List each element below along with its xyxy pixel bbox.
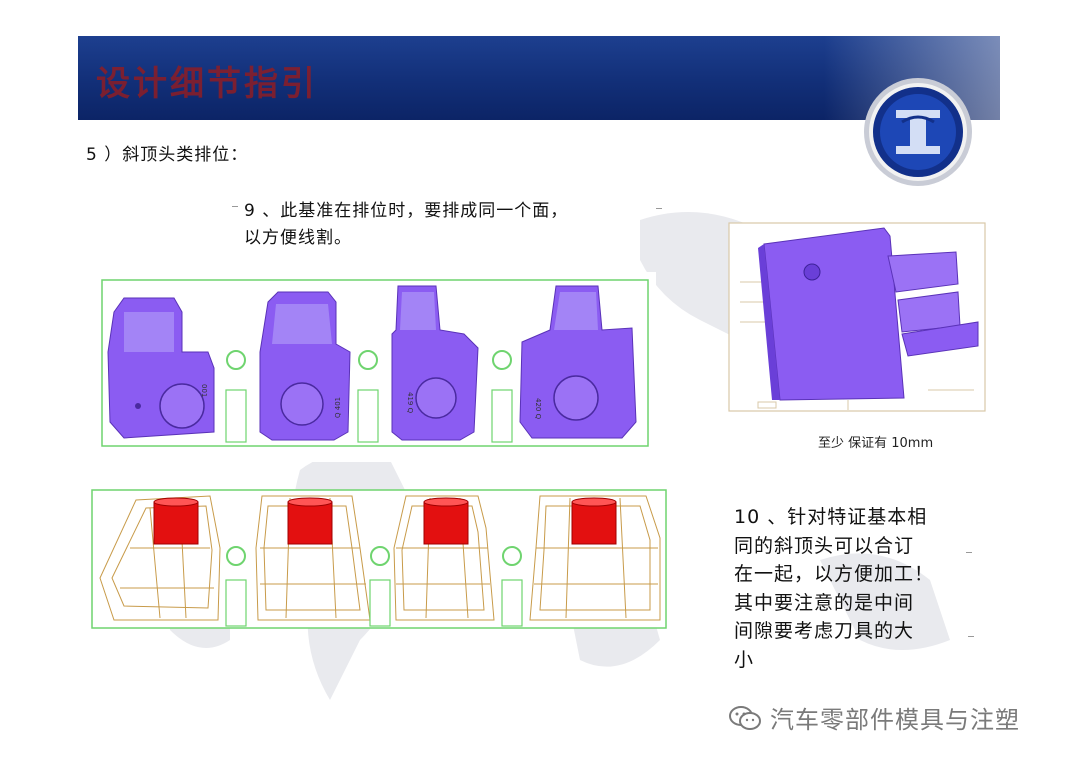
- note-9-line: 以方便线割。: [244, 228, 352, 248]
- watermark: 汽车零部件模具与注塑: [728, 700, 1020, 735]
- slider-part-1: 001: [107, 297, 215, 439]
- note-10-line: 在一起，以方便加工！: [734, 563, 935, 585]
- slider-part-3: 419 Q: [391, 285, 479, 441]
- note-10-line: 小: [734, 648, 755, 671]
- note-10-line: 间隙要考虑刀具的大: [734, 620, 915, 642]
- slider-part-2: Q 401: [259, 291, 351, 441]
- part-engraving: Q 401: [334, 397, 342, 418]
- layout-frame: [101, 279, 649, 447]
- page-title: 设计细节指引: [96, 64, 318, 104]
- dash-mark: [232, 206, 238, 207]
- dash-mark: [656, 208, 662, 209]
- clearance-label: 至少 保证有 10mm: [818, 436, 934, 451]
- note-9-line: 9 、此基准在排位时，要排成同一个面，: [244, 201, 569, 221]
- wechat-icon: [729, 705, 761, 730]
- part-engraving: 001: [200, 384, 208, 397]
- detail-view-drawing: [728, 222, 986, 412]
- part-engraving: 420 Q: [534, 398, 542, 420]
- wire-part-1: [99, 495, 221, 621]
- section-heading: 5 ）斜顶头类排位：: [86, 145, 249, 165]
- wire-part-3: [393, 495, 495, 621]
- note-10-line: 同的斜顶头可以合订: [734, 534, 915, 557]
- note-10-line: 其中要注意的是中间: [734, 591, 915, 614]
- note-10-line: 10 、针对特证基本相: [734, 506, 928, 528]
- wireframe-layout-drawing: [91, 489, 667, 629]
- company-logo-icon: [864, 78, 972, 186]
- note-10: 10 、针对特证基本相 同的斜顶头可以合订 在一起，以方便加工！ 其中要注意的是…: [734, 503, 964, 674]
- note-9: 9 、此基准在排位时，要排成同一个面， 以方便线割。: [244, 198, 568, 252]
- slider-part-4: 420 Q: [519, 285, 637, 439]
- dash-mark: [968, 636, 974, 637]
- part-engraving: 419 Q: [406, 392, 414, 414]
- watermark-text: 汽车零部件模具与注塑: [770, 706, 1020, 734]
- solid-layout-drawing: 001 Q 401 419 Q 420 Q: [101, 279, 649, 447]
- wire-part-4: [529, 495, 661, 621]
- dash-mark: [966, 552, 972, 553]
